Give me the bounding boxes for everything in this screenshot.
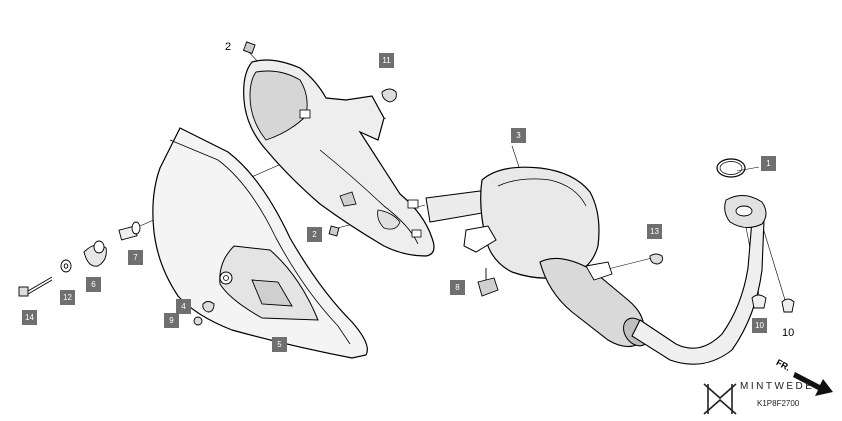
callout-5: 5 xyxy=(272,337,287,352)
callout-8: 8 xyxy=(450,280,465,295)
callout-4: 4 xyxy=(176,299,191,314)
callout-10: 10 xyxy=(752,318,767,333)
diagram-code: K1P8F2700 xyxy=(757,399,800,408)
callout-7: 7 xyxy=(128,250,143,265)
callout-14: 14 xyxy=(22,310,37,325)
muffler xyxy=(425,166,649,348)
exhaust-pipe xyxy=(631,195,767,365)
label-2-upper: 2 xyxy=(225,41,232,53)
brand-logo-icon xyxy=(703,383,737,415)
callout-13: 13 xyxy=(647,224,662,239)
upper-cover xyxy=(243,59,435,257)
hardware xyxy=(18,41,795,326)
label-10: 10 xyxy=(782,327,795,339)
gasket xyxy=(716,158,746,178)
callout-6: 6 xyxy=(86,277,101,292)
brand-name: MINTWEDE xyxy=(740,381,815,392)
callout-12: 12 xyxy=(60,290,75,305)
front-direction-arrow xyxy=(793,372,833,396)
heat-shield xyxy=(152,127,368,359)
callout-9: 9 xyxy=(164,313,179,328)
callout-3: 3 xyxy=(511,128,526,143)
callout-11: 11 xyxy=(379,53,394,68)
callout-2-lower: 2 xyxy=(307,227,322,242)
callout-1: 1 xyxy=(761,156,776,171)
